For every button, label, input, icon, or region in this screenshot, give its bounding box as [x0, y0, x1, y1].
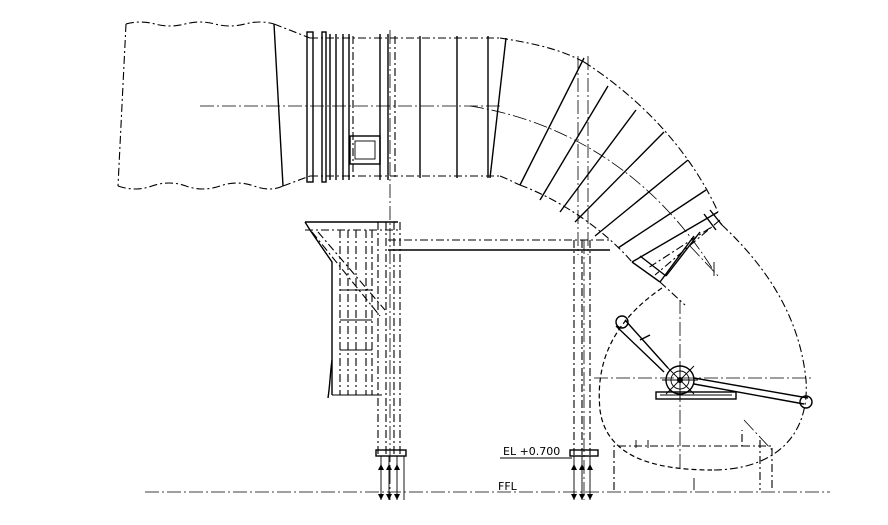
- duct-flanges: [306, 31, 489, 183]
- support-frame: [304, 30, 610, 500]
- inspection-door: [349, 135, 381, 165]
- outlet-transition: [631, 209, 723, 283]
- floor-line: [145, 457, 830, 493]
- fan-foundation: [613, 419, 773, 490]
- transition-hood: [117, 21, 311, 190]
- duct-elbow: [469, 37, 719, 269]
- anchor-bolts: [378, 456, 593, 500]
- elevation-label: EL +0.700: [503, 445, 560, 458]
- ffl-label: FFL: [498, 480, 518, 493]
- fan-casing: [594, 224, 812, 471]
- horizontal-duct: [200, 31, 500, 183]
- fan-impeller: [615, 315, 813, 409]
